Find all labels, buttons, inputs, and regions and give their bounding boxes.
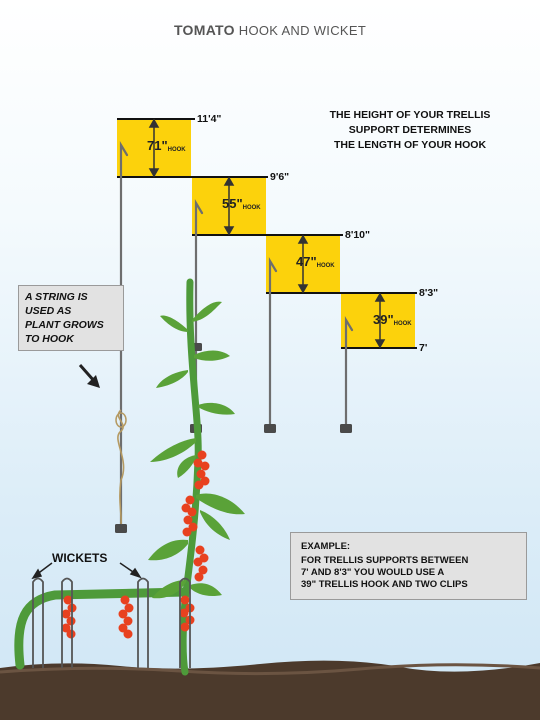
string-note-line: TO HOOK — [25, 333, 74, 345]
height-label-1134: 11'4" — [197, 113, 222, 125]
wickets-label: WICKETS — [52, 551, 108, 565]
tomato-stem — [179, 278, 202, 676]
hook-rod-39 — [344, 316, 354, 427]
hook-length-71: 71"HOOK — [147, 138, 186, 153]
wicket-stakes — [32, 577, 191, 668]
hook-length-55: 55"HOOK — [222, 196, 261, 211]
height-label-810: 8'10" — [345, 229, 370, 241]
note-line: SUPPORT DETERMINES — [348, 124, 472, 136]
hook-box-39 — [341, 293, 415, 348]
string-note: A STRING IS USED AS PLANT GROWS TO HOOK — [18, 285, 124, 351]
hook-rod-71 — [119, 141, 129, 527]
diagram-title: TOMATO HOOK AND WICKET — [0, 22, 540, 38]
hook-length-39: 39"HOOK — [373, 312, 412, 327]
note-line: THE LENGTH OF YOUR HOOK — [333, 139, 487, 151]
hook-rod-47 — [268, 257, 278, 427]
string-note-line: PLANT GROWS — [25, 319, 104, 331]
title-rest: HOOK AND WICKET — [234, 23, 367, 38]
example-line: 39" TRELLIS HOOK AND TWO CLIPS — [301, 579, 468, 590]
tomato-clusters — [61, 450, 210, 639]
example-line: FOR TRELLIS SUPPORTS BETWEEN — [301, 555, 469, 566]
height-note: THE HEIGHT OF YOUR TRELLIS SUPPORT DETER… — [300, 108, 520, 153]
height-label-7: 7' — [419, 342, 428, 354]
example-box: EXAMPLE: FOR TRELLIS SUPPORTS BETWEEN 7'… — [290, 532, 527, 600]
string-note-line: USED AS — [25, 305, 72, 317]
hook-length-47: 47"HOOK — [296, 254, 335, 269]
hook-unit: HOOK — [167, 147, 186, 153]
example-heading: EXAMPLE: — [301, 541, 351, 552]
arrow-icon — [78, 364, 100, 388]
note-line: THE HEIGHT OF YOUR TRELLIS — [329, 109, 491, 121]
hook-unit: HOOK — [316, 263, 335, 269]
hook-unit: HOOK — [242, 205, 261, 211]
plant-string — [117, 409, 125, 525]
soil — [0, 660, 540, 720]
title-bold: TOMATO — [173, 22, 235, 38]
hook-unit: HOOK — [393, 321, 412, 327]
example-line: 7' AND 8'3" YOU WOULD USE A — [301, 567, 445, 578]
string-note-line: A STRING IS — [25, 291, 88, 303]
height-label-96: 9'6" — [270, 171, 290, 183]
height-label-83: 8'3" — [419, 287, 439, 299]
tomato-vine — [14, 587, 190, 670]
